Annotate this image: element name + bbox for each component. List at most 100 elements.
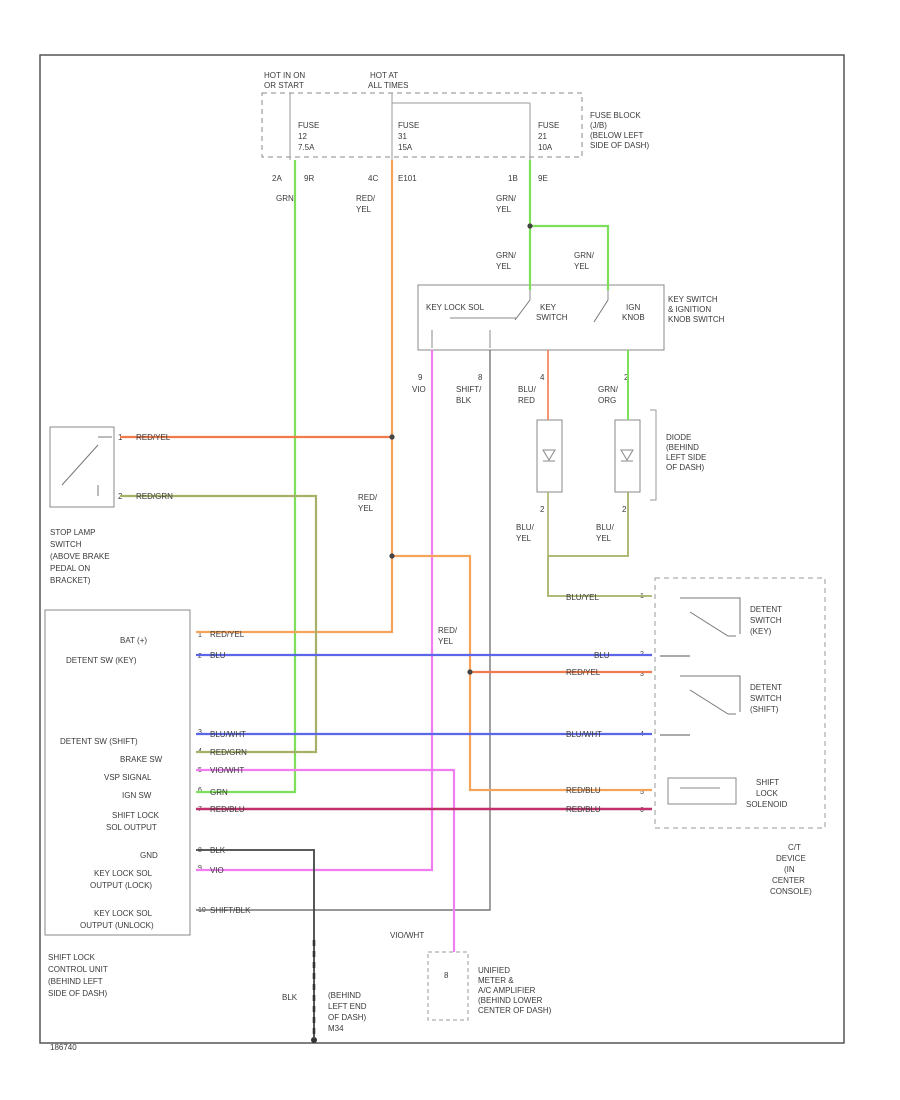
- wire-label-cu-shift-wire: BLU/WHT: [210, 730, 246, 739]
- cu-pin-3: 3: [198, 729, 202, 736]
- fuse-pin-9e: 9E: [538, 174, 548, 183]
- wire-label-cu-shift-sol-wire: RED/BLU: [210, 805, 245, 814]
- cu-pin-6: 6: [198, 787, 202, 794]
- wire-vio-key: [196, 350, 434, 872]
- wire-label-cd-blu: BLU: [594, 651, 610, 660]
- wire-label-cd-red-blu-a: RED/BLU: [566, 786, 601, 795]
- wire-blu-yel-cd: [547, 556, 652, 597]
- wire-label-cu-brake-wire: RED/GRN: [210, 748, 247, 757]
- meter-pin-8: 8: [444, 971, 449, 980]
- cu-row-key-unlock: KEY LOCK SOL: [94, 909, 153, 918]
- wire-label-vio: VIO: [412, 385, 426, 394]
- wire-label-grn-yel-b: GRN/YEL: [574, 251, 595, 271]
- wire-label-red-grn-stop: RED/GRN: [136, 492, 173, 501]
- fuse-pin-e101: E101: [398, 174, 417, 183]
- cu-row-shift-lock: SHIFT LOCK: [112, 811, 160, 820]
- wire-label-cu-gnd-wire: BLK: [210, 846, 226, 855]
- fuse-pin-4c: 4C: [368, 174, 378, 183]
- fuse-pin-9r: 9R: [304, 174, 314, 183]
- wire-label-red-yel-1: RED/YEL: [356, 194, 376, 214]
- wire-vio-wht-meter: [196, 768, 456, 952]
- wire-label-blu-yel-b: BLU/YEL: [596, 523, 615, 543]
- junction-dot: [389, 553, 395, 559]
- shift-lock-control-unit: BAT (+) DETENT SW (KEY) DETENT SW (SHIFT…: [44, 609, 206, 998]
- junction-dot: [527, 223, 533, 229]
- wire-label-grn-yel-a: GRN/YEL: [496, 251, 517, 271]
- cu-row-ign: IGN SW: [122, 791, 152, 800]
- diagram-frame: [39, 54, 845, 1044]
- wire-grn-yel-fuse: [528, 160, 610, 290]
- wire-grn-ign: [196, 160, 297, 794]
- cu-row-bat: BAT (+): [120, 636, 147, 645]
- fuse-pin-1b: 1B: [508, 174, 518, 183]
- cu-row-sol-output: SOL OUTPUT: [106, 823, 157, 832]
- cu-pin-1: 1: [198, 632, 202, 639]
- key-pin-8: 8: [478, 373, 483, 382]
- wire-label-cu-kst-wire: BLU: [210, 651, 226, 660]
- wire-label-grn: GRN: [276, 194, 294, 203]
- wire-label-cu-unlock-wire: SHIFT/BLK: [210, 906, 251, 915]
- wire-cd-ret: [660, 655, 690, 736]
- cd-pin-3: 3: [640, 671, 644, 678]
- wire-label-blk-gnd: BLK: [282, 993, 298, 1002]
- figure-id: 186740: [50, 1043, 77, 1052]
- wire-label-blu-red: BLU/RED: [518, 385, 537, 405]
- wire-label-cu-ign-wire: GRN: [210, 788, 228, 797]
- wire-label-shift-blk: SHIFT/BLK: [456, 385, 482, 405]
- cu-row-detent-shift: DETENT SW (SHIFT): [60, 737, 138, 746]
- wire-label-layer: GRN RED/YEL GRN/YEL GRN/YEL GRN/YEL VIO SHIFT/…: [136, 194, 619, 1002]
- wire-label-red-yel-mid: RED/YEL: [358, 493, 378, 513]
- wire-label-blu-yel-a: BLU/YEL: [516, 523, 535, 543]
- wire-label-cu-vio-wire: VIO: [210, 866, 224, 875]
- wire-layer: [120, 160, 690, 1040]
- diode-pin-2a: 2: [540, 505, 545, 514]
- wire-label-blu-yel-cd: BLU/YEL: [566, 593, 599, 602]
- wire-red-yel-feed: [196, 160, 394, 634]
- wire-label-grn-yel-fb: GRN/YEL: [496, 194, 517, 214]
- wire-label-red-yel-stop: RED/YEL: [136, 433, 171, 442]
- wire-label-red-yel-mid2: RED/YEL: [438, 626, 458, 646]
- key-lock-sol-label: KEY LOCK SOL: [426, 303, 485, 312]
- wire-label-cd-red-yel: RED/YEL: [566, 668, 601, 677]
- cu-pin-2: 2: [198, 653, 202, 660]
- cu-row-gnd: GND: [140, 851, 158, 860]
- wire-red-grn-stop: [120, 494, 318, 754]
- cu-row-brake: BRAKE SW: [120, 755, 163, 764]
- wire-label-cd-red-blu-b: RED/BLU: [566, 805, 601, 814]
- cu-row-detent-key: DETENT SW (KEY): [66, 656, 137, 665]
- cu-row-output-lock: OUTPUT (LOCK): [90, 881, 152, 890]
- wire-shift-blk: [196, 350, 491, 911]
- junction-dot: [467, 669, 473, 675]
- cu-row-output-unlock: OUTPUT (UNLOCK): [80, 921, 154, 930]
- fuse-pin-2a: 2A: [272, 174, 282, 183]
- wire-label-cu-vsp-wire: VIO/WHT: [210, 766, 244, 775]
- wire-blu-yel-diode-b: [548, 492, 629, 557]
- junction-dot: [389, 434, 395, 440]
- key-pin-4: 4: [540, 373, 545, 382]
- cu-row-vsp: VSP SIGNAL: [104, 773, 152, 782]
- wire-blk-gnd: [196, 849, 315, 1040]
